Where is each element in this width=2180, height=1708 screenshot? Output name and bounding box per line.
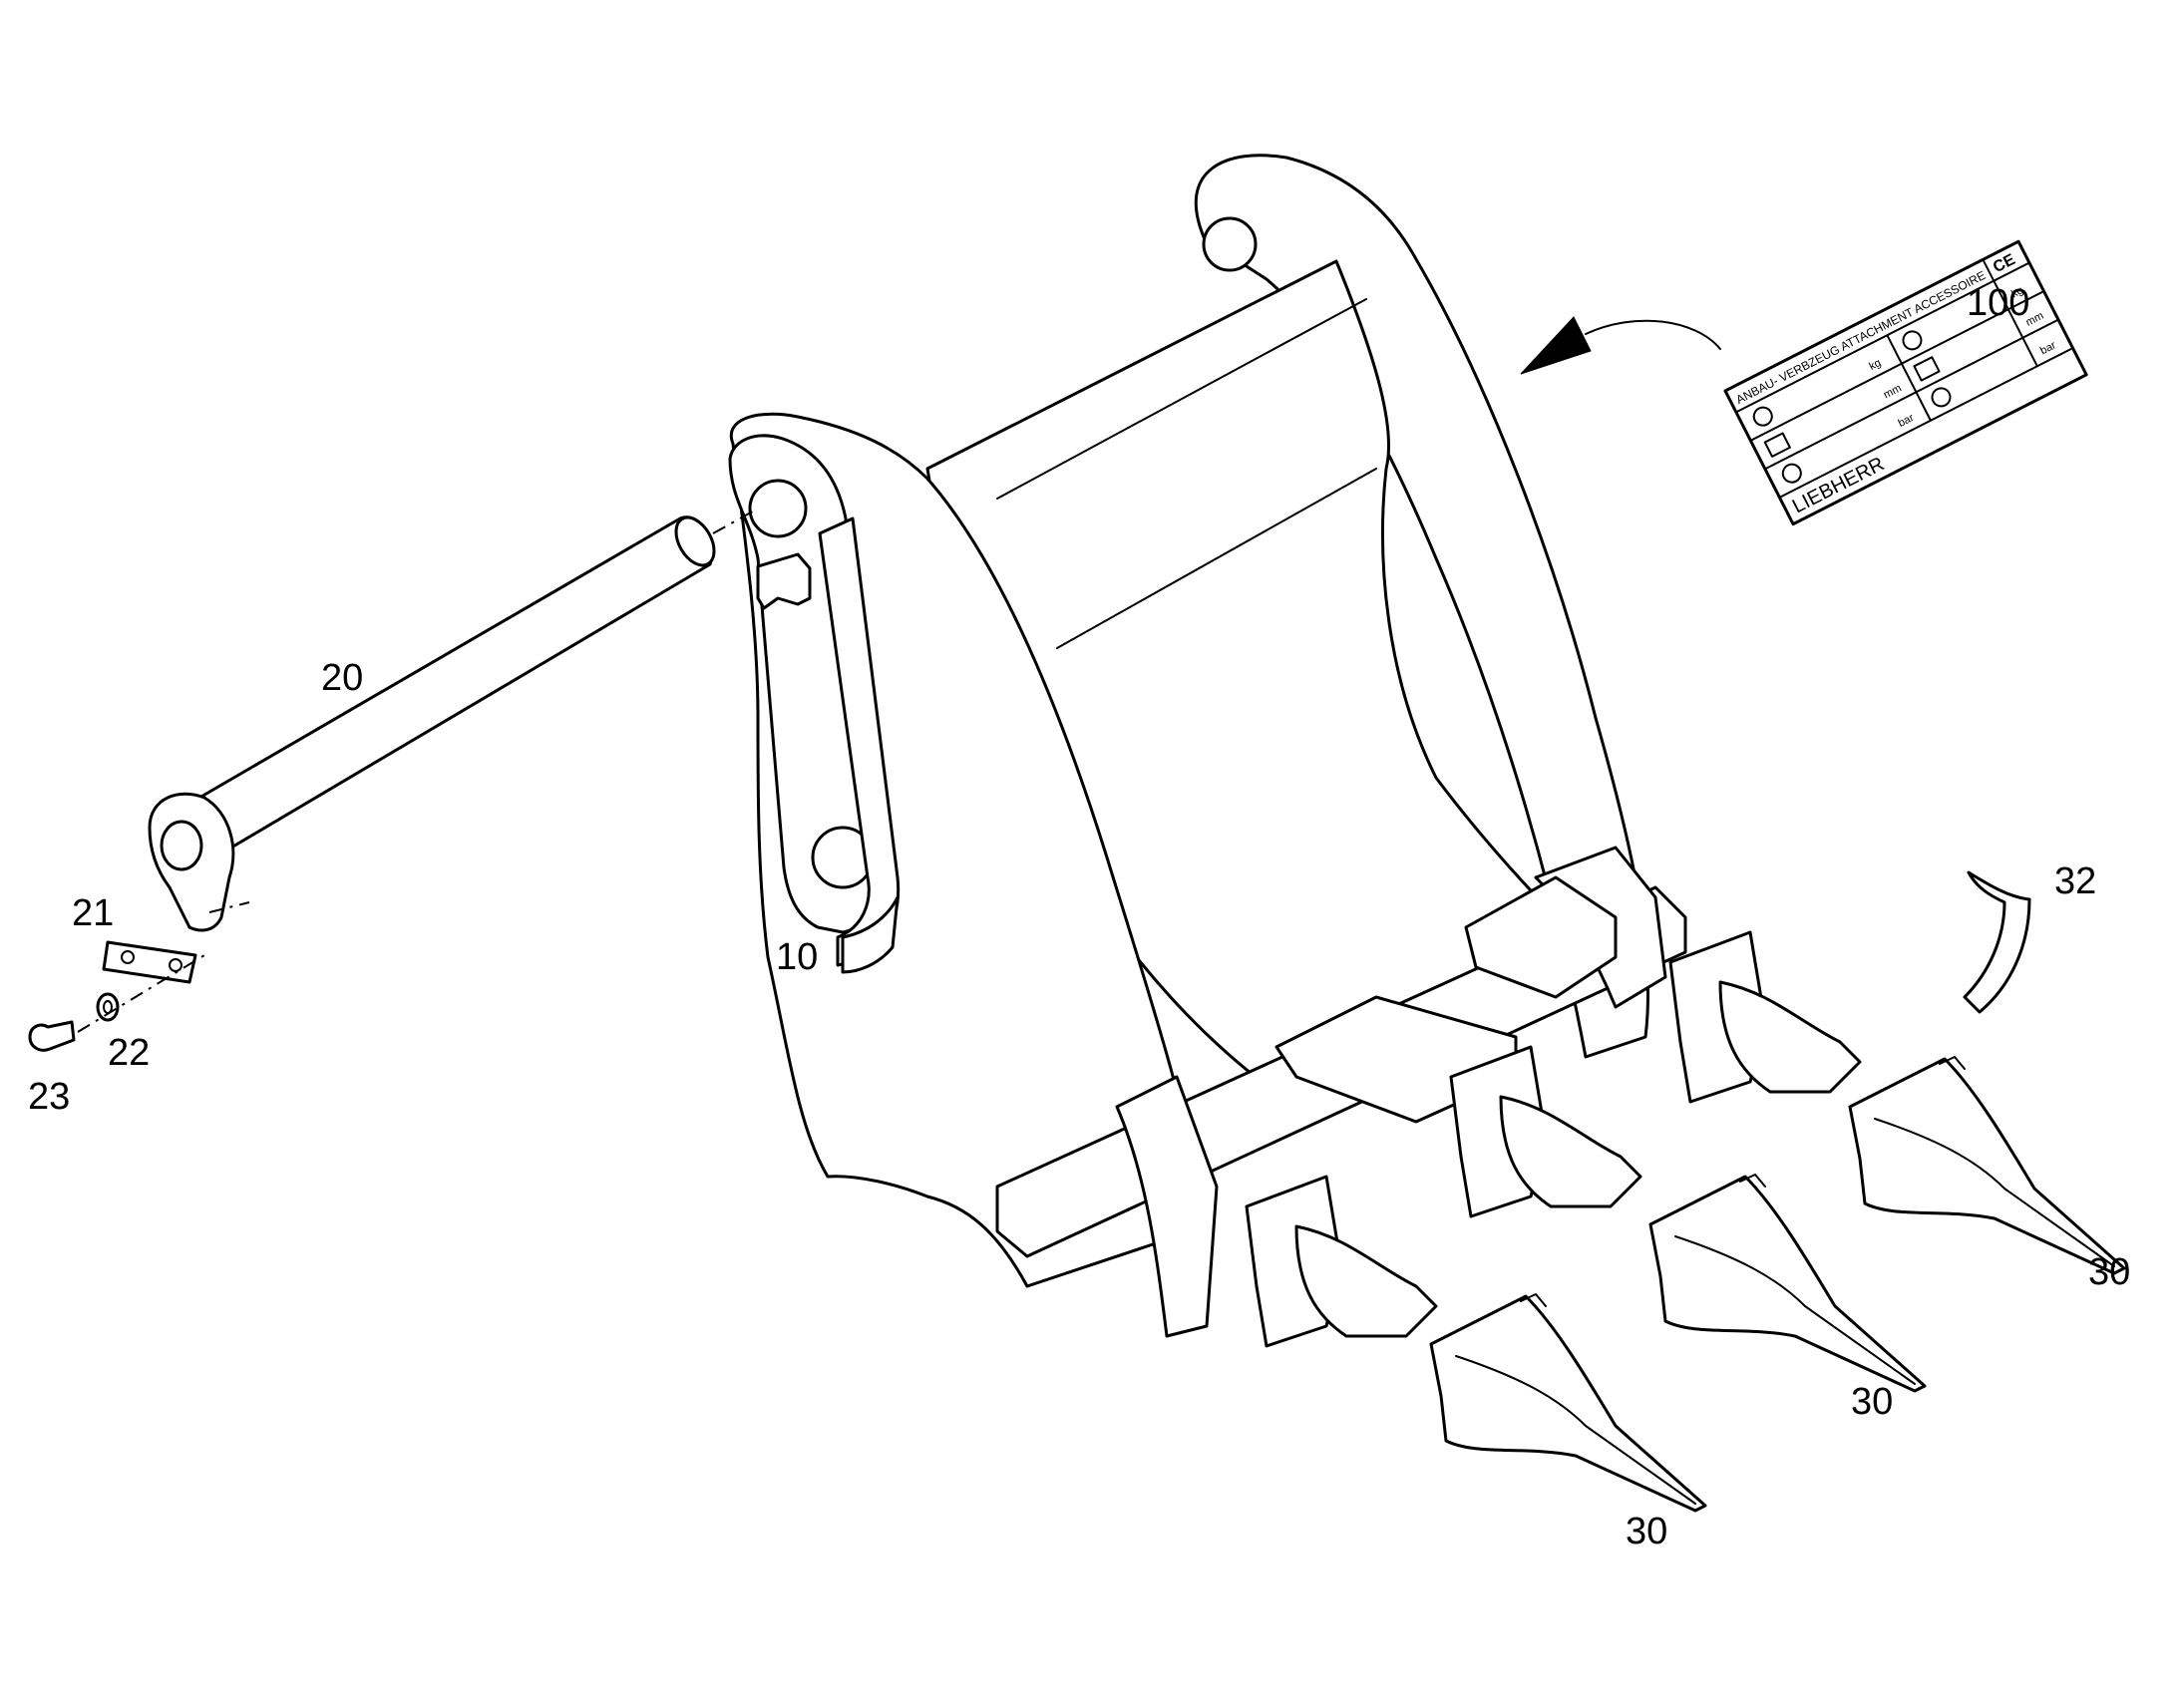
callout-22: 22 — [108, 1032, 150, 1074]
plate-hole-left — [121, 950, 135, 964]
fastener-axis-line — [77, 951, 210, 1033]
pin-tab-axis — [208, 901, 250, 913]
far-plate-pin-hole — [1202, 216, 1258, 272]
tooth-adapter-1-nose — [1294, 1224, 1438, 1338]
volume-icon — [1913, 356, 1941, 382]
edge-wedge-block-2 — [1464, 875, 1618, 999]
placement-arrow-curve — [1585, 319, 1721, 350]
gear-icon — [1931, 387, 1952, 408]
callout-32: 32 — [2054, 860, 2096, 902]
tooth-1 — [1429, 1293, 1707, 1513]
callout-30-tooth-3: 30 — [2088, 1251, 2130, 1293]
side-cutter-left — [1115, 1075, 1219, 1338]
dimension-icon — [1763, 432, 1791, 458]
retainer-bracket — [756, 552, 812, 610]
tooth-adapter-2-nose — [1499, 1095, 1642, 1208]
bucket-teeth — [1429, 1056, 2126, 1513]
tooth-2 — [1648, 1174, 1927, 1393]
callout-20: 20 — [321, 657, 363, 699]
shell-seam-line — [1056, 468, 1377, 649]
upper-pin-bore — [748, 479, 808, 538]
plate-unit-4: kg — [2009, 284, 2025, 300]
bucket-pin — [148, 508, 759, 932]
tooth-3 — [1848, 1056, 2126, 1275]
strip-hook — [841, 895, 900, 974]
tooth-adapter-3-nose — [1718, 980, 1862, 1094]
pin-shaft — [197, 515, 714, 850]
identification-plate: ANBAU- VERBZEUG ATTACHMENT ACCESSOIRE CE… — [1723, 239, 2088, 526]
callout-30-tooth-1: 30 — [1626, 1511, 1667, 1552]
callout-10: 10 — [776, 936, 818, 978]
pin-axis-line — [712, 508, 759, 534]
callout-100: 100 — [1967, 282, 2029, 324]
plate-unit-1: kg — [1867, 357, 1883, 373]
bucket-far-side-plate — [1194, 154, 1650, 1059]
lift-icon — [1902, 330, 1923, 351]
pin-head-hole — [160, 820, 203, 871]
callout-23: 23 — [28, 1076, 70, 1118]
pressure-icon — [1781, 463, 1802, 484]
weight-icon — [1752, 406, 1773, 427]
callout-30-tooth-2: 30 — [1851, 1381, 1893, 1423]
callout-21: 21 — [72, 892, 114, 934]
plate-hole-right — [169, 958, 182, 972]
pin-end — [674, 515, 716, 567]
bucket-body — [728, 154, 1862, 1348]
shell-top-edge — [996, 298, 1367, 500]
plate-outline — [1723, 239, 2088, 526]
tooth-retainer-clip — [1963, 870, 2031, 1014]
placement-arrow-head — [1520, 316, 1592, 375]
hex-bolt — [28, 1020, 76, 1052]
lock-washer — [96, 992, 120, 1022]
fastener-set — [28, 940, 210, 1052]
